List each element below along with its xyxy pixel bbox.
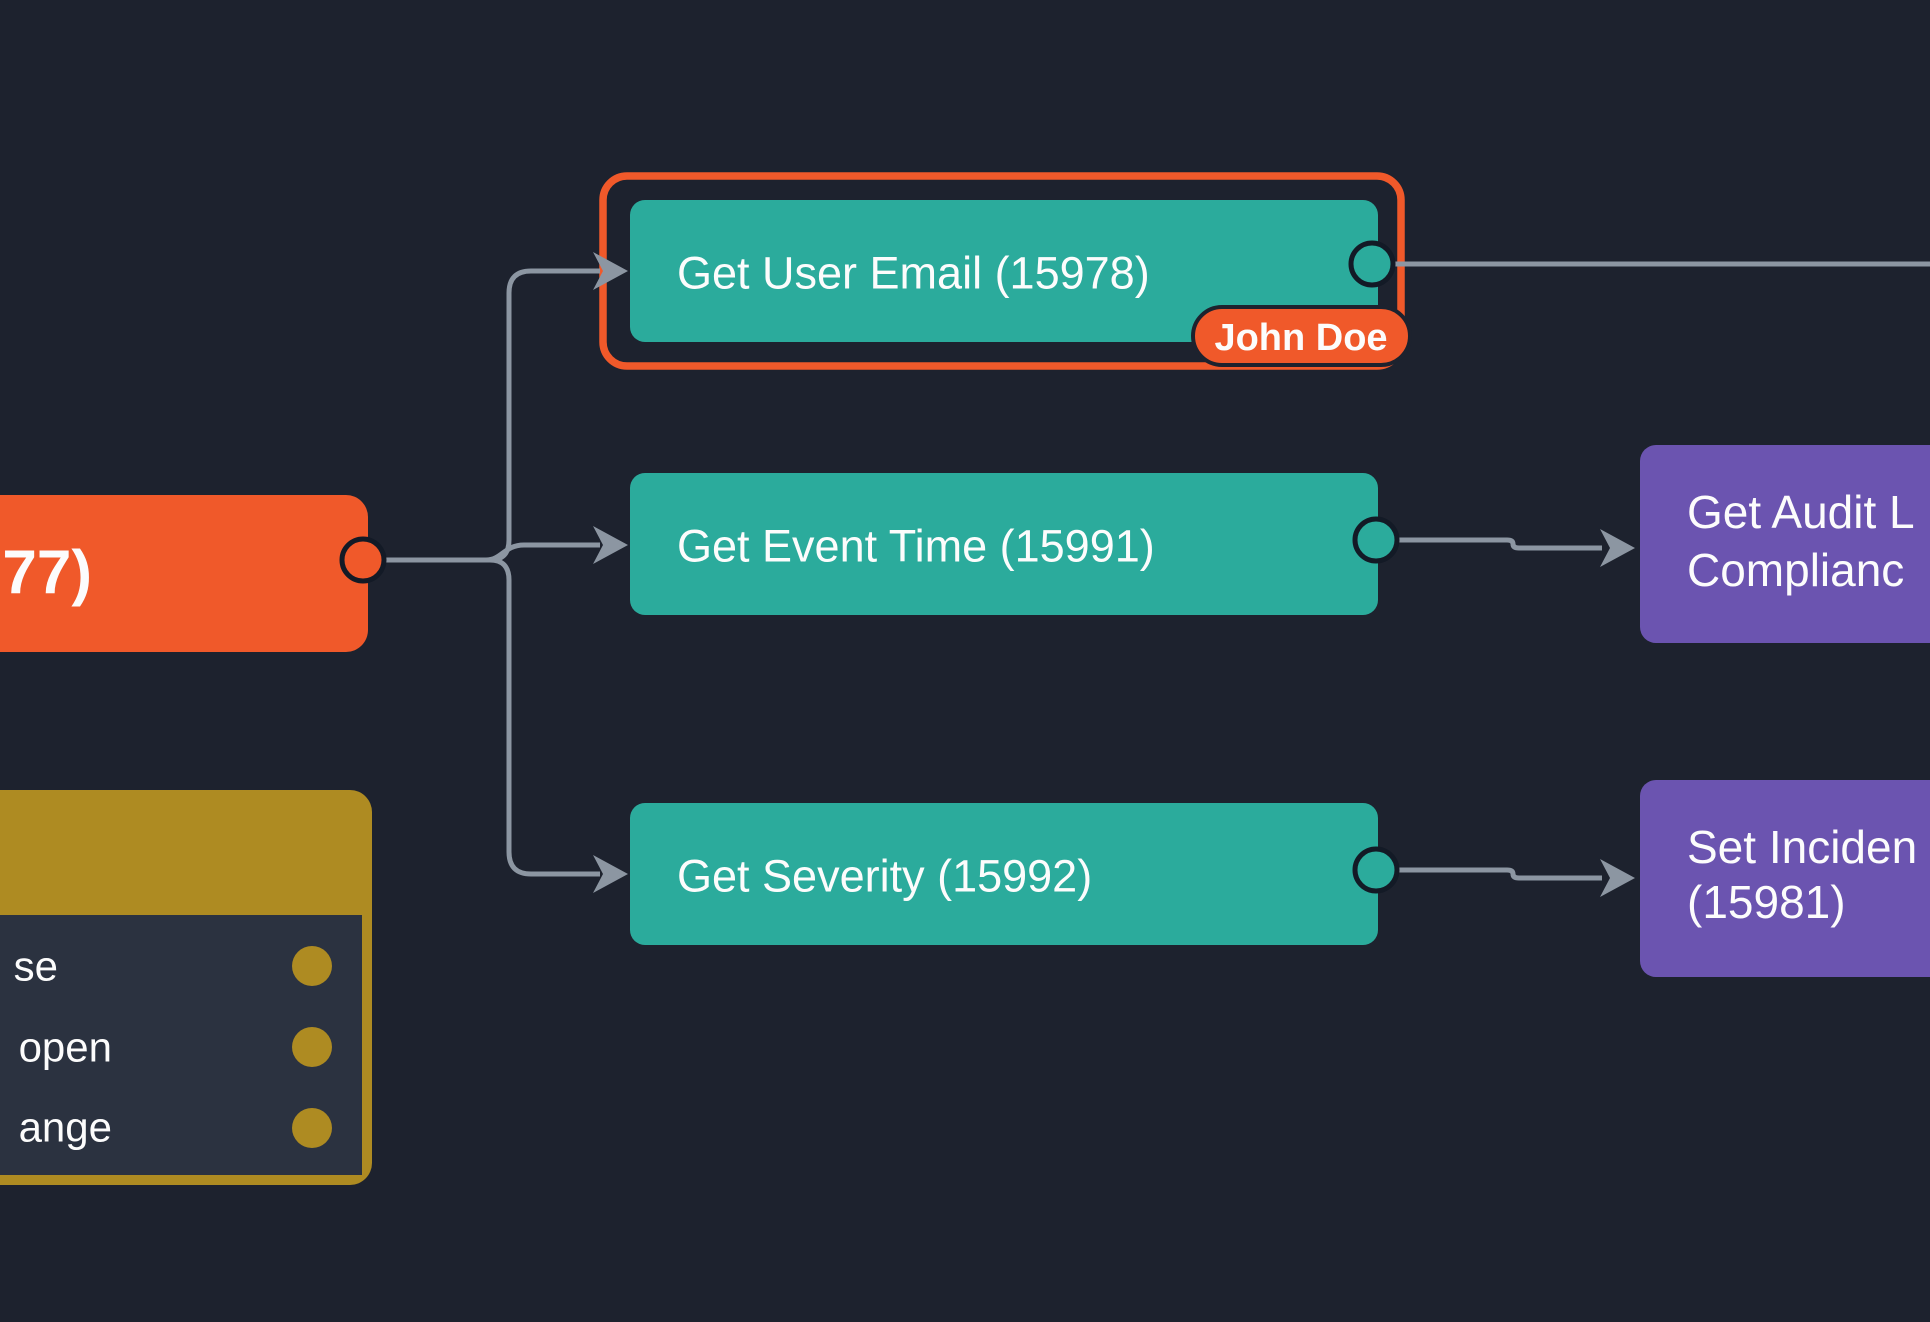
assignee-badge: John Doe — [1191, 305, 1412, 367]
node-get-severity[interactable]: Get Severity (15992) — [630, 803, 1378, 945]
node-set-incident[interactable]: Set Inciden (15981) — [1640, 780, 1930, 977]
set-incident-node-body[interactable] — [1640, 780, 1930, 977]
trigger-node-label: 77) — [2, 539, 92, 608]
switch-case-port[interactable] — [292, 1027, 332, 1067]
edge-trigger-to-get-severity — [383, 557, 600, 877]
switch-case-port[interactable] — [292, 1108, 332, 1148]
get-event-time-node-label: Get Event Time (15991) — [677, 521, 1155, 572]
node-trigger[interactable]: 77) — [0, 495, 368, 652]
trigger-output-port[interactable] — [339, 536, 387, 584]
switch-case-label: ange — [19, 1104, 112, 1151]
get-audit-log-node-label-line1: Get Audit L — [1687, 486, 1915, 538]
ports-layer — [339, 240, 1400, 894]
arrowhead-into-get-event-time — [593, 526, 628, 564]
switch-case-row: se — [14, 943, 332, 990]
assignee-badge-pill — [1191, 305, 1412, 367]
node-switch[interactable]: se open ange — [0, 790, 372, 1185]
node-get-user-email[interactable]: Get User Email (15978) — [630, 200, 1378, 342]
get-event-time-output-port[interactable] — [1352, 516, 1400, 564]
get-severity-node-body[interactable] — [630, 803, 1378, 945]
node-get-event-time[interactable]: Get Event Time (15991) — [630, 473, 1378, 615]
assignee-badge-label: John Doe — [1214, 317, 1387, 359]
arrowhead-into-get-severity — [593, 855, 628, 893]
arrowhead-into-set-incident — [1600, 859, 1635, 897]
switch-case-row: ange — [19, 1104, 332, 1151]
trigger-node-body[interactable] — [0, 495, 368, 652]
switch-case-label: open — [19, 1024, 112, 1071]
get-user-email-node-body[interactable] — [630, 200, 1378, 342]
edge-get-event-time-to-get-audit-log — [1396, 537, 1602, 551]
get-user-email-node-label: Get User Email (15978) — [677, 248, 1150, 299]
get-event-time-node-body[interactable] — [630, 473, 1378, 615]
get-audit-log-node-label-line2: Complianc — [1687, 544, 1904, 596]
get-audit-log-node-body[interactable] — [1640, 445, 1930, 643]
get-severity-node-label: Get Severity (15992) — [677, 851, 1092, 902]
switch-case-row: open — [19, 1024, 332, 1071]
set-incident-node-label-line1: Set Inciden — [1687, 821, 1917, 873]
edge-get-severity-to-set-incident — [1396, 867, 1602, 881]
get-severity-output-port[interactable] — [1352, 846, 1400, 894]
set-incident-node-label-line2: (15981) — [1687, 876, 1846, 928]
arrowheads-layer — [593, 252, 1635, 897]
arrowhead-into-get-audit-log — [1600, 529, 1635, 567]
arrowhead-into-get-user-email — [593, 252, 628, 290]
switch-case-port[interactable] — [292, 946, 332, 986]
node-get-audit-log[interactable]: Get Audit L Complianc — [1640, 445, 1930, 643]
edges-layer — [383, 261, 1930, 881]
switch-case-label: se — [14, 943, 58, 990]
get-user-email-output-port[interactable] — [1348, 240, 1396, 288]
